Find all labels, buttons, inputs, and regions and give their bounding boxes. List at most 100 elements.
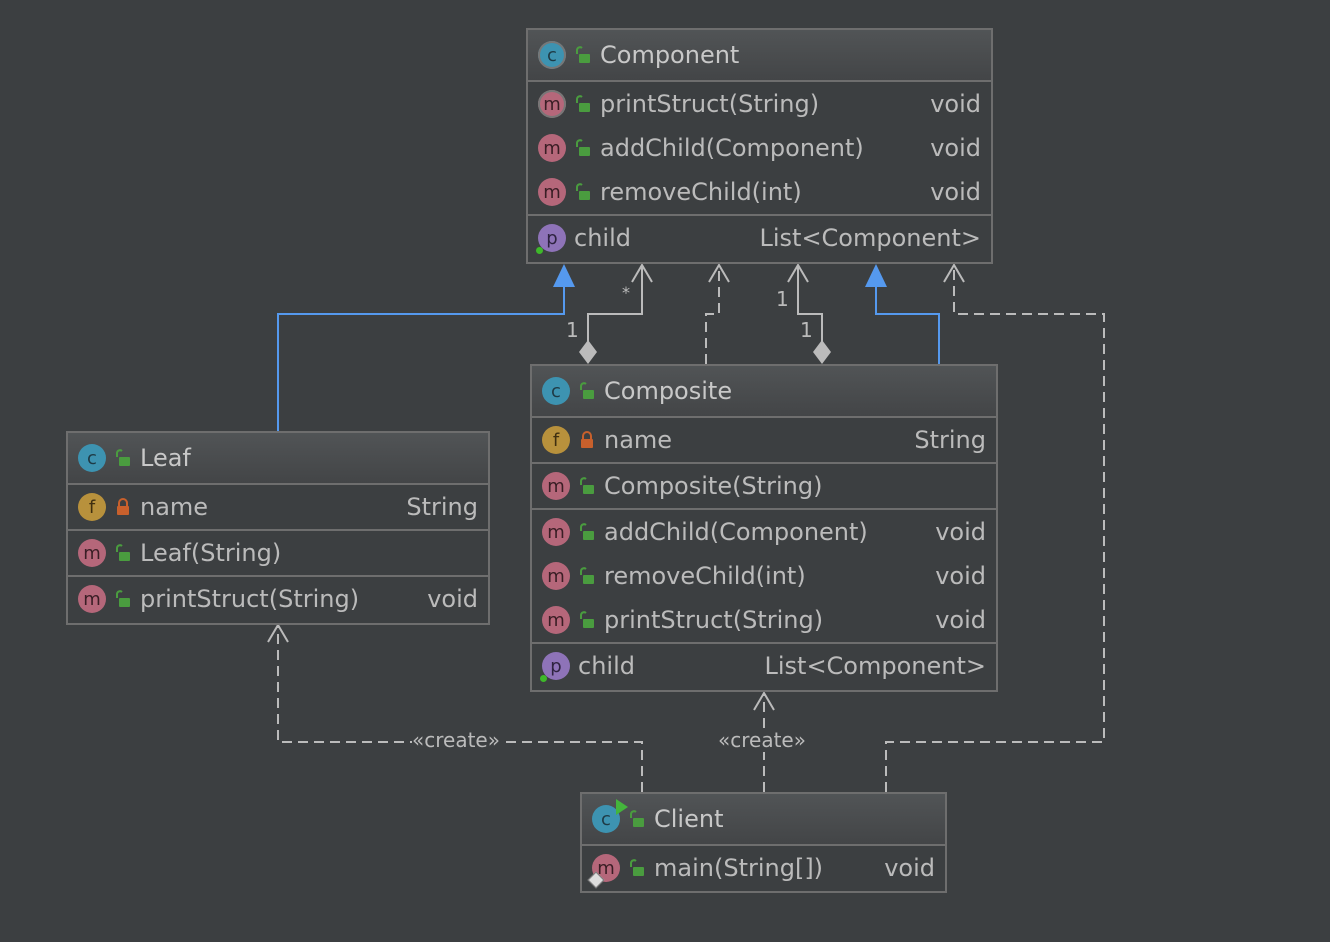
open-arrowhead <box>631 263 653 283</box>
return-type: void <box>427 585 478 613</box>
fields-section: f name String <box>532 418 996 464</box>
methods-section: m printStruct(String) void m addChild(Co… <box>528 82 991 216</box>
class-name: Composite <box>604 377 733 405</box>
client-depends-component <box>885 266 1105 792</box>
class-node-composite[interactable]: c Composite f name String m Composite(St… <box>530 364 998 692</box>
multiplicity-label: * <box>622 283 630 302</box>
create-stereotype-label: «create» <box>412 728 500 752</box>
method-icon: m <box>542 562 570 590</box>
class-icon: c <box>78 444 106 472</box>
return-type: void <box>884 854 935 882</box>
method-name: printStruct(String) <box>604 606 824 634</box>
public-lock-icon <box>116 590 130 607</box>
composite-depends-component <box>705 266 720 364</box>
methods-section: m printStruct(String) void <box>68 577 488 621</box>
method-row[interactable]: m addChild(Component) void <box>532 510 996 554</box>
property-name: child <box>574 224 631 252</box>
field-type: String <box>914 426 986 454</box>
open-arrowhead <box>267 623 289 643</box>
open-arrowhead <box>943 263 965 283</box>
class-node-leaf[interactable]: c Leaf f name String m Leaf(String) m pr… <box>66 431 490 625</box>
public-lock-icon <box>580 523 594 540</box>
constructors-section: m Leaf(String) <box>68 531 488 577</box>
method-row[interactable]: m removeChild(int) void <box>532 554 996 598</box>
method-row[interactable]: m printStruct(String) void <box>528 82 991 126</box>
method-row[interactable]: m main(String[]) void <box>582 846 945 890</box>
method-row[interactable]: m printStruct(String) void <box>68 577 488 621</box>
class-name: Component <box>600 41 740 69</box>
method-icon: m <box>542 472 570 500</box>
property-icon: p <box>536 224 566 254</box>
field-icon: f <box>542 426 570 454</box>
return-type: void <box>935 562 986 590</box>
property-name: child <box>578 652 635 680</box>
constructor-name: Composite(String) <box>604 472 823 500</box>
class-header[interactable]: c Leaf <box>68 433 488 485</box>
return-type: void <box>935 606 986 634</box>
open-arrowhead <box>787 263 809 283</box>
private-lock-icon <box>117 498 129 515</box>
method-name: main(String[]) <box>654 854 824 882</box>
aggregation-diamond <box>813 340 831 364</box>
return-type: void <box>930 134 981 162</box>
leaf-inherits-component <box>277 286 565 432</box>
field-row[interactable]: f name String <box>68 485 488 529</box>
method-name: removeChild(int) <box>604 562 806 590</box>
aggregation-child-2 <box>797 266 823 342</box>
field-type: String <box>406 493 478 521</box>
public-lock-icon <box>116 544 130 561</box>
methods-section: m addChild(Component) void m removeChild… <box>532 510 996 644</box>
fields-section: f name String <box>68 485 488 531</box>
static-method-icon: m <box>587 854 620 889</box>
class-name: Client <box>654 805 724 833</box>
class-header[interactable]: c Composite <box>532 366 996 418</box>
constructor-name: Leaf(String) <box>140 539 282 567</box>
class-header[interactable]: c Component <box>528 30 991 82</box>
multiplicity-label: 1 <box>800 318 813 342</box>
public-lock-icon <box>580 477 594 494</box>
multiplicity-label: 1 <box>566 318 579 342</box>
properties-section: p child List<Component> <box>532 644 996 688</box>
method-row[interactable]: m removeChild(int) void <box>528 170 991 214</box>
abstract-class-icon: c <box>538 41 566 69</box>
public-lock-icon <box>116 449 130 466</box>
public-lock-icon <box>580 611 594 628</box>
method-name: addChild(Component) <box>604 518 868 546</box>
class-node-client[interactable]: c Client m main(String[]) void <box>580 792 947 893</box>
field-icon: f <box>78 493 106 521</box>
abstract-method-icon: m <box>538 90 566 118</box>
property-type: List<Component> <box>764 652 986 680</box>
class-name: Leaf <box>140 444 191 472</box>
method-icon: m <box>538 178 566 206</box>
field-row[interactable]: f name String <box>532 418 996 462</box>
class-header[interactable]: c Client <box>582 794 945 846</box>
methods-section: m main(String[]) void <box>582 846 945 890</box>
open-arrowhead <box>708 263 730 283</box>
aggregation-child-1 <box>587 266 643 342</box>
multiplicity-label: 1 <box>776 287 789 311</box>
field-name: name <box>604 426 673 454</box>
method-icon: m <box>538 134 566 162</box>
public-lock-icon <box>630 810 644 827</box>
method-row[interactable]: m printStruct(String) void <box>532 598 996 642</box>
method-row[interactable]: m addChild(Component) void <box>528 126 991 170</box>
constructor-row[interactable]: m Leaf(String) <box>68 531 488 575</box>
property-row[interactable]: p child List<Component> <box>528 216 991 260</box>
constructor-row[interactable]: m Composite(String) <box>532 464 996 508</box>
class-node-component[interactable]: c Component m printStruct(String) void m… <box>526 28 993 264</box>
property-row[interactable]: p child List<Component> <box>532 644 996 688</box>
open-arrowhead <box>753 691 775 711</box>
public-lock-icon <box>576 139 590 156</box>
aggregation-diamond <box>579 340 597 364</box>
return-type: void <box>930 178 981 206</box>
method-icon: m <box>78 539 106 567</box>
class-icon: c <box>542 377 570 405</box>
private-lock-icon <box>581 431 593 448</box>
inheritance-arrowhead <box>553 264 575 287</box>
method-name: printStruct(String) <box>140 585 360 613</box>
return-type: void <box>930 90 981 118</box>
method-icon: m <box>542 518 570 546</box>
properties-section: p child List<Component> <box>528 216 991 260</box>
method-icon: m <box>78 585 106 613</box>
